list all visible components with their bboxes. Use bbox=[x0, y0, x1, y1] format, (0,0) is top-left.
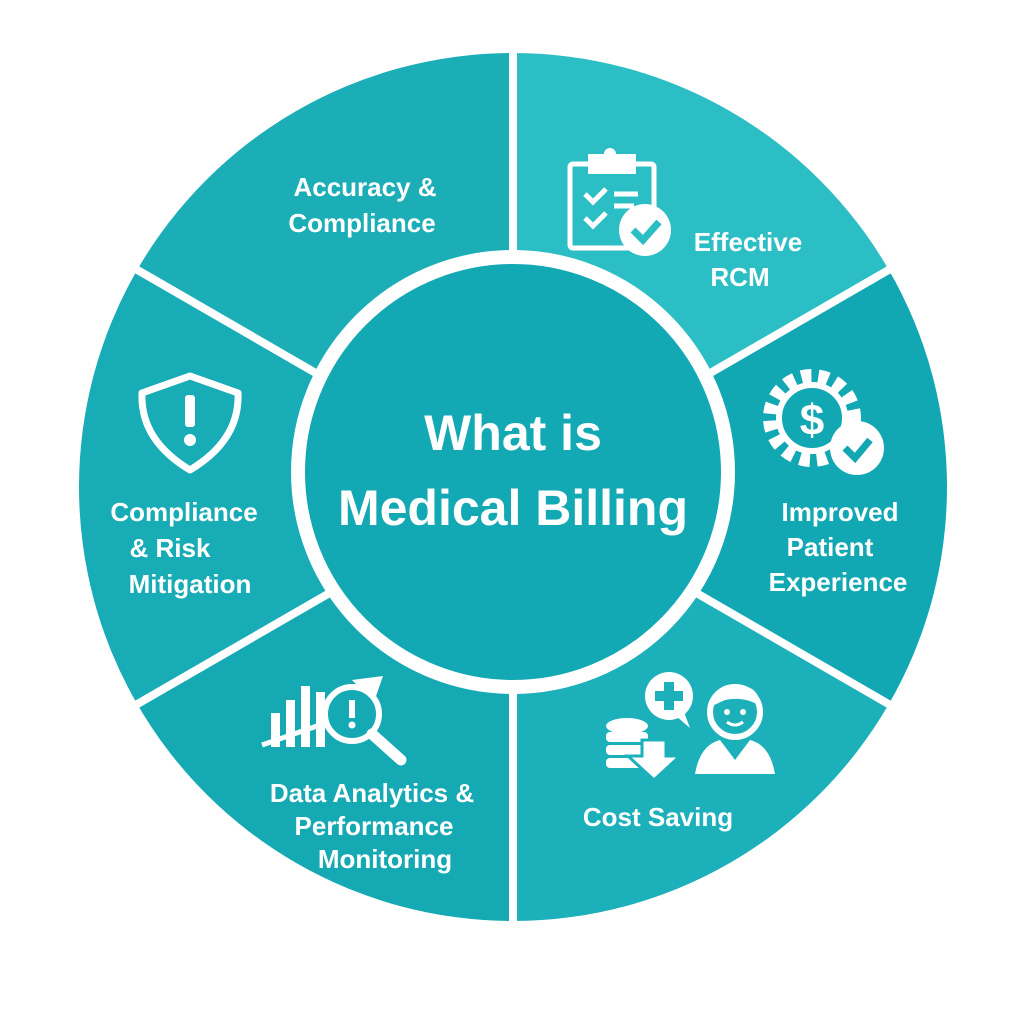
center-circle bbox=[291, 250, 735, 694]
segment-cost: Cost Saving bbox=[583, 672, 775, 832]
chart-magnifier-icon bbox=[261, 676, 407, 766]
center-title-line2: Medical Billing bbox=[338, 480, 688, 536]
segment-accuracy: Accuracy & Compliance bbox=[288, 172, 436, 238]
coins-doctor-icon bbox=[606, 672, 775, 783]
center-title-line1: What is bbox=[424, 405, 602, 461]
segment-label: RCM bbox=[710, 262, 769, 292]
segment-label: Compliance bbox=[288, 208, 435, 238]
segment-label: & Risk bbox=[130, 533, 211, 563]
segment-label: Data Analytics & bbox=[270, 778, 474, 808]
segment-label: Monitoring bbox=[318, 844, 452, 874]
segment-label: Cost Saving bbox=[583, 802, 733, 832]
shield-alert-icon bbox=[138, 372, 242, 474]
segment-rcm: Effective RCM bbox=[567, 148, 802, 292]
segment-label: Accuracy & bbox=[293, 172, 436, 202]
segment-analytics: Data Analytics & Performance Monitoring bbox=[261, 676, 474, 874]
svg-text:$: $ bbox=[800, 396, 824, 445]
segment-label: Mitigation bbox=[129, 569, 252, 599]
clipboard-check-icon bbox=[567, 148, 671, 256]
segment-label: Patient bbox=[787, 532, 874, 562]
segment-label: Performance bbox=[295, 811, 454, 841]
segment-label: Effective bbox=[694, 227, 802, 257]
segment-patient: $ Improved Patient Experience bbox=[763, 369, 908, 597]
segment-label: Improved bbox=[781, 497, 898, 527]
segment-label: Compliance bbox=[110, 497, 257, 527]
segment-label: Experience bbox=[769, 567, 908, 597]
segment-risk: Compliance & Risk Mitigation bbox=[110, 372, 258, 599]
gear-dollar-check-icon: $ bbox=[763, 369, 884, 475]
